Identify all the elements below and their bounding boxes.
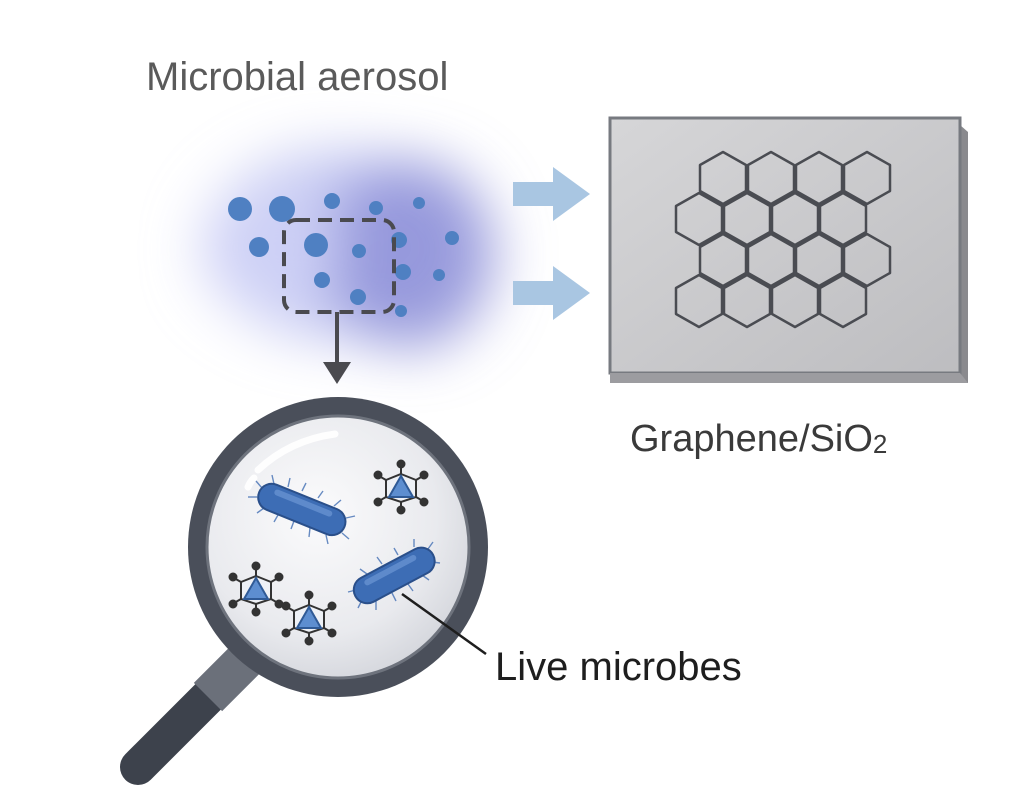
aerosol-title: Microbial aerosol [146, 55, 449, 99]
bacterium-icon [248, 474, 356, 545]
graphene-substrate-label: Graphene/SiO2 [630, 418, 887, 461]
virus-icon [373, 459, 429, 515]
graphene-substrate-icon [608, 116, 968, 383]
microbes-leader-line [401, 592, 487, 656]
graphene-lattice [674, 150, 892, 329]
selection-box [282, 218, 396, 314]
zoom-arrow-icon [323, 312, 351, 384]
graphene-label-subscript: 2 [872, 429, 888, 459]
flow-arrow-icon [513, 167, 590, 320]
virus-icon [281, 590, 337, 646]
live-microbes-label: Live microbes [495, 645, 742, 689]
magnifying-glass-icon [120, 397, 488, 785]
virus-icon [228, 561, 284, 617]
aerosol-cloud-icon [200, 150, 495, 350]
bacterium-icon [347, 539, 441, 610]
aerosol-particles [228, 193, 459, 317]
graphene-label-main: Graphene/SiO [630, 418, 873, 460]
